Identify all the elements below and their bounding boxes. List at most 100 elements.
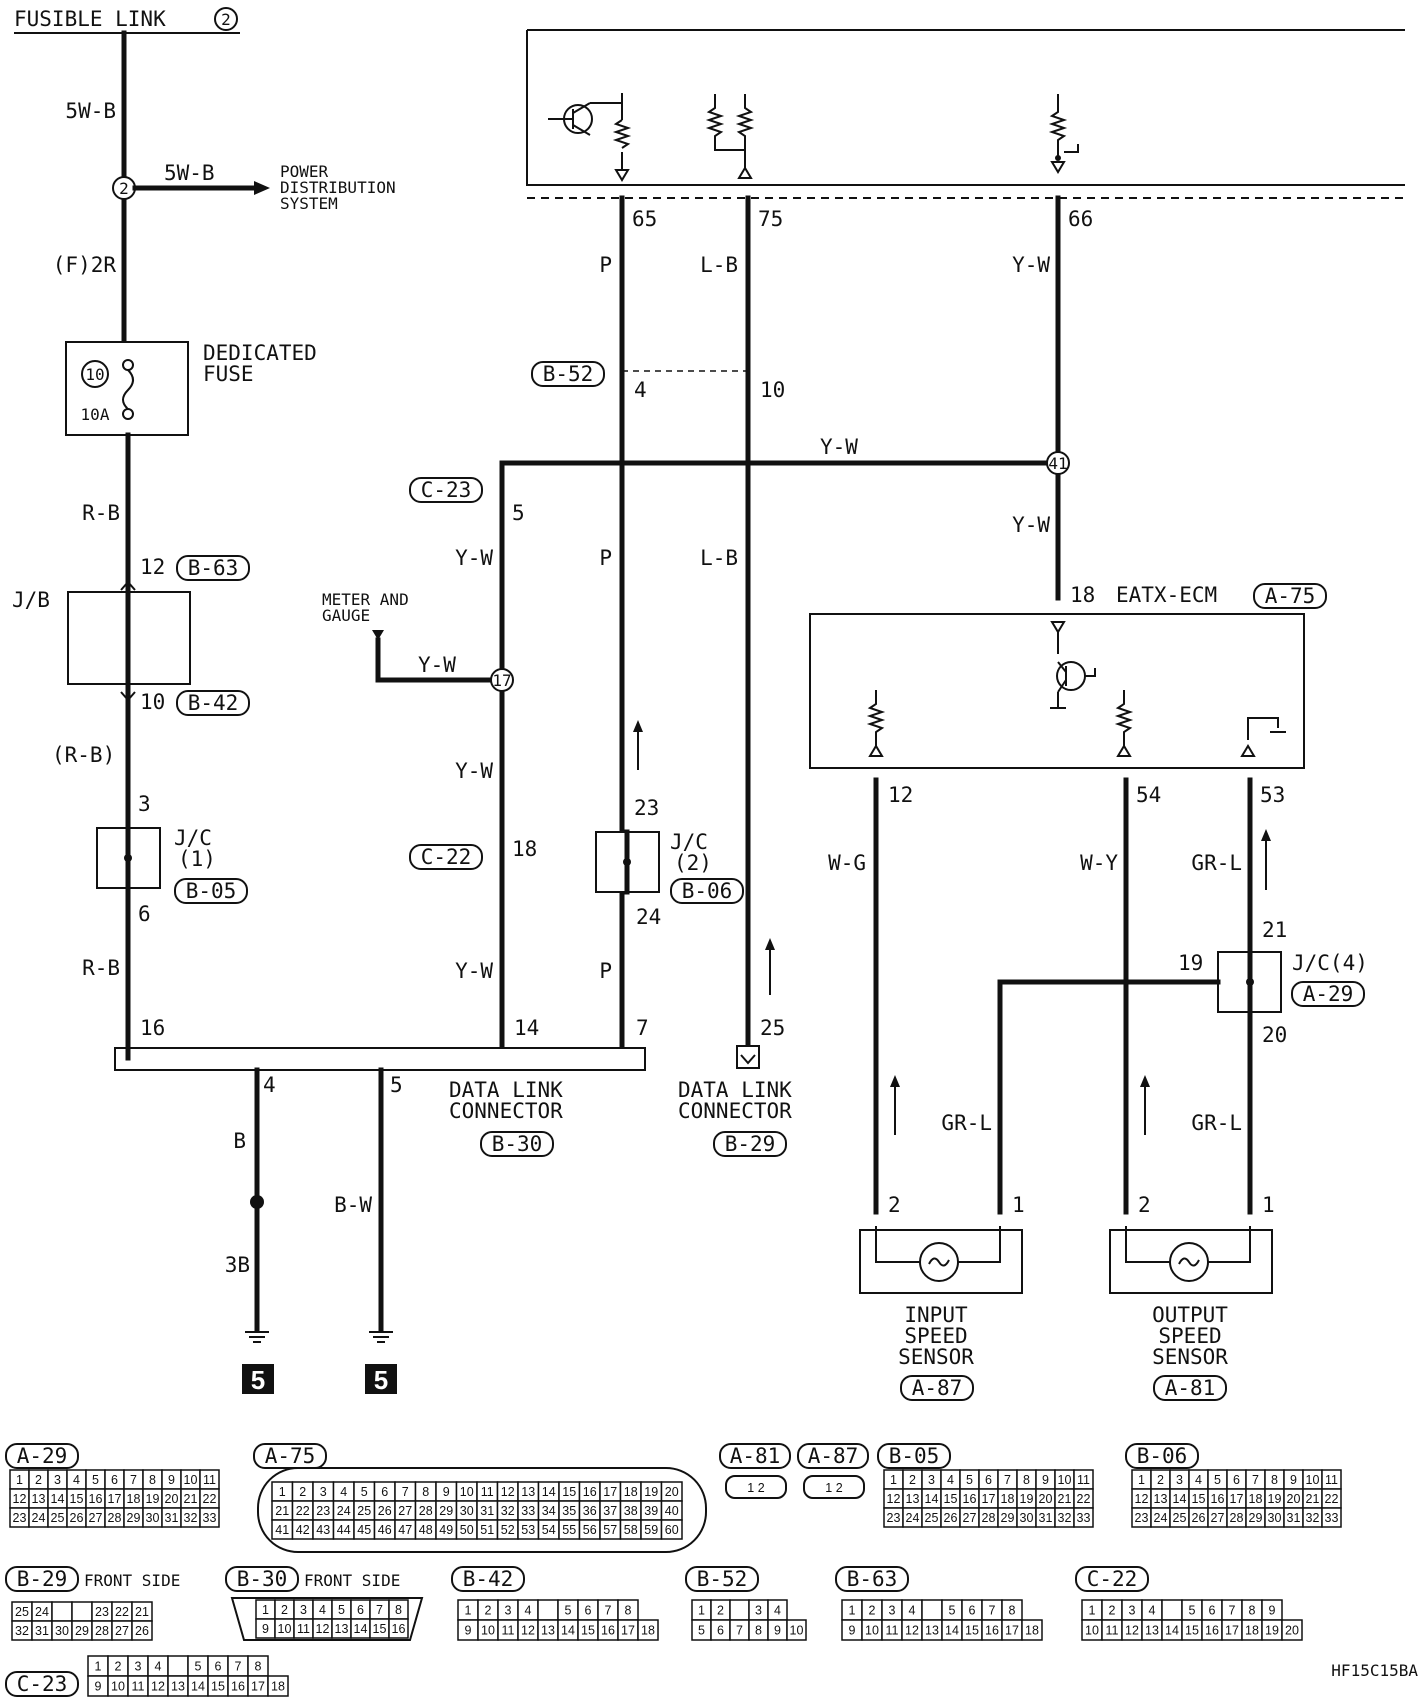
cavity-number: 3 bbox=[1129, 1604, 1136, 1618]
wire-label-b: B bbox=[233, 1129, 246, 1153]
cavity-number: 30 bbox=[1268, 1511, 1282, 1525]
pin-oss-2: 2 bbox=[1138, 1193, 1151, 1217]
cavity-number: 12 bbox=[316, 1622, 330, 1636]
dedicated-fuse-label-2: FUSE bbox=[203, 362, 254, 386]
cavity-number: 2 bbox=[35, 1473, 42, 1487]
conn-ref-b06: B-06 bbox=[1125, 1443, 1199, 1469]
cavity-number: 30 bbox=[1020, 1511, 1034, 1525]
fuse-number-circle bbox=[81, 360, 109, 388]
cavity-number: 10 bbox=[1085, 1624, 1099, 1638]
resistor-66-icon bbox=[1048, 94, 1079, 174]
cavity-number: 3 bbox=[320, 1485, 327, 1499]
cavity-number: 34 bbox=[542, 1504, 556, 1518]
iss-label-2: SPEED bbox=[904, 1324, 967, 1348]
connector-cavity bbox=[388, 1618, 409, 1639]
svg-text:B-52: B-52 bbox=[697, 1567, 748, 1591]
cavity-number: 24 bbox=[1154, 1511, 1168, 1525]
svg-text:A-75: A-75 bbox=[1265, 584, 1316, 608]
pin-7: 7 bbox=[636, 1016, 649, 1040]
current-arrow-lb-head bbox=[765, 938, 775, 950]
fuse-number: 10 bbox=[85, 365, 104, 384]
svg-text:B-42: B-42 bbox=[463, 1567, 514, 1591]
cavity-number: 13 bbox=[521, 1485, 535, 1499]
svg-text:B-05: B-05 bbox=[186, 879, 237, 903]
eatx-resistor-54-icon bbox=[1114, 690, 1134, 757]
cavity-number: 16 bbox=[89, 1492, 103, 1506]
pin-18-c22: 18 bbox=[512, 837, 537, 861]
connector-cavity bbox=[637, 1619, 659, 1641]
jc2-label-2: (2) bbox=[674, 851, 712, 875]
cavity-number: 57 bbox=[603, 1523, 617, 1537]
fusible-link-title: FUSIBLE LINK bbox=[14, 7, 166, 31]
eatx-ground-53-icon bbox=[1240, 717, 1286, 757]
svg-text:C-23: C-23 bbox=[421, 478, 472, 502]
power-distribution-2: DISTRIBUTION bbox=[280, 178, 396, 197]
cavity-number: 6 bbox=[985, 1473, 992, 1487]
cavity-number: 33 bbox=[1325, 1511, 1339, 1525]
oss-coil-icon bbox=[1169, 1242, 1209, 1282]
cavity-number: 7 bbox=[402, 1485, 409, 1499]
cavity-number: 28 bbox=[1230, 1511, 1244, 1525]
cavity-number: 19 bbox=[146, 1492, 160, 1506]
cavity-number: 8 bbox=[255, 1660, 262, 1674]
cavity-number: 54 bbox=[542, 1523, 556, 1537]
current-arrow-wg-head bbox=[890, 1075, 900, 1087]
cavity-number: 11 bbox=[502, 1624, 515, 1638]
cavity-number: 2 bbox=[1109, 1604, 1116, 1618]
resistor-pair-icon bbox=[705, 94, 755, 179]
conn-ref-b63: B-63 bbox=[835, 1566, 909, 1592]
connector-cavity bbox=[167, 1655, 189, 1677]
cavity-number: 9 bbox=[1042, 1473, 1049, 1487]
wire-label-bw: B-W bbox=[334, 1193, 372, 1217]
cavity-number: 16 bbox=[231, 1680, 245, 1694]
cavity-number: 16 bbox=[1211, 1492, 1225, 1506]
cavity-number: 15 bbox=[1192, 1492, 1206, 1506]
connector-cavity bbox=[51, 1601, 73, 1622]
cavity-number: 8 bbox=[1249, 1604, 1256, 1618]
splice-dot-ground bbox=[250, 1195, 264, 1209]
cavity-number: 13 bbox=[925, 1624, 939, 1638]
cavity-number: 19 bbox=[1265, 1624, 1279, 1638]
cavity-number: 2 bbox=[485, 1604, 492, 1618]
cavity-number: 5 bbox=[1214, 1473, 1221, 1487]
cavity-number: 12 bbox=[1135, 1492, 1149, 1506]
cavity-number: 47 bbox=[398, 1523, 412, 1537]
cavity-number: 41 bbox=[275, 1523, 289, 1537]
svg-text:C-22: C-22 bbox=[421, 845, 472, 869]
conn-ref-b52: B-52 bbox=[685, 1566, 759, 1592]
svg-text:B-30: B-30 bbox=[492, 1132, 543, 1156]
cavity-number: 20 bbox=[1039, 1492, 1053, 1506]
cavity-number: 8 bbox=[625, 1604, 632, 1618]
wire-label-yw-66: Y-W bbox=[1012, 253, 1050, 277]
conn-ref-c23: C-23 bbox=[5, 1671, 79, 1697]
cavity-number: 40 bbox=[665, 1504, 679, 1518]
cavity-number: 3 bbox=[505, 1604, 512, 1618]
cavity-number: 13 bbox=[171, 1680, 185, 1694]
cavity-number: 30 bbox=[55, 1624, 69, 1638]
cavity-number: 22 bbox=[203, 1492, 217, 1506]
wire-label-5wb-pd: 5W-B bbox=[164, 161, 215, 185]
cavity-number: 2 bbox=[869, 1604, 876, 1618]
cavity-number: 56 bbox=[583, 1523, 597, 1537]
jc1-label-1: J/C bbox=[174, 826, 212, 850]
junction-17-label: 17 bbox=[492, 671, 511, 690]
cavity-number: 16 bbox=[583, 1485, 597, 1499]
connector-cavity bbox=[1321, 1507, 1342, 1528]
cavity-number: 18 bbox=[1249, 1492, 1263, 1506]
cavity-number: 12 bbox=[521, 1624, 535, 1638]
cavity-number: 10 bbox=[865, 1624, 879, 1638]
svg-text:A-75: A-75 bbox=[265, 1444, 316, 1468]
cavity-number: 17 bbox=[1005, 1624, 1019, 1638]
cavity-number: 18 bbox=[1245, 1624, 1259, 1638]
connector-b30-outline bbox=[230, 1597, 424, 1641]
cavity-number: 10 bbox=[460, 1485, 474, 1499]
cavity-number: 12 bbox=[501, 1485, 515, 1499]
ref-b05-jc1: B-05 bbox=[174, 878, 248, 904]
conn-ref-a81: A-81 bbox=[719, 1443, 791, 1469]
cavity-number: 15 bbox=[70, 1492, 84, 1506]
cavity-number: 8 bbox=[395, 1603, 402, 1617]
